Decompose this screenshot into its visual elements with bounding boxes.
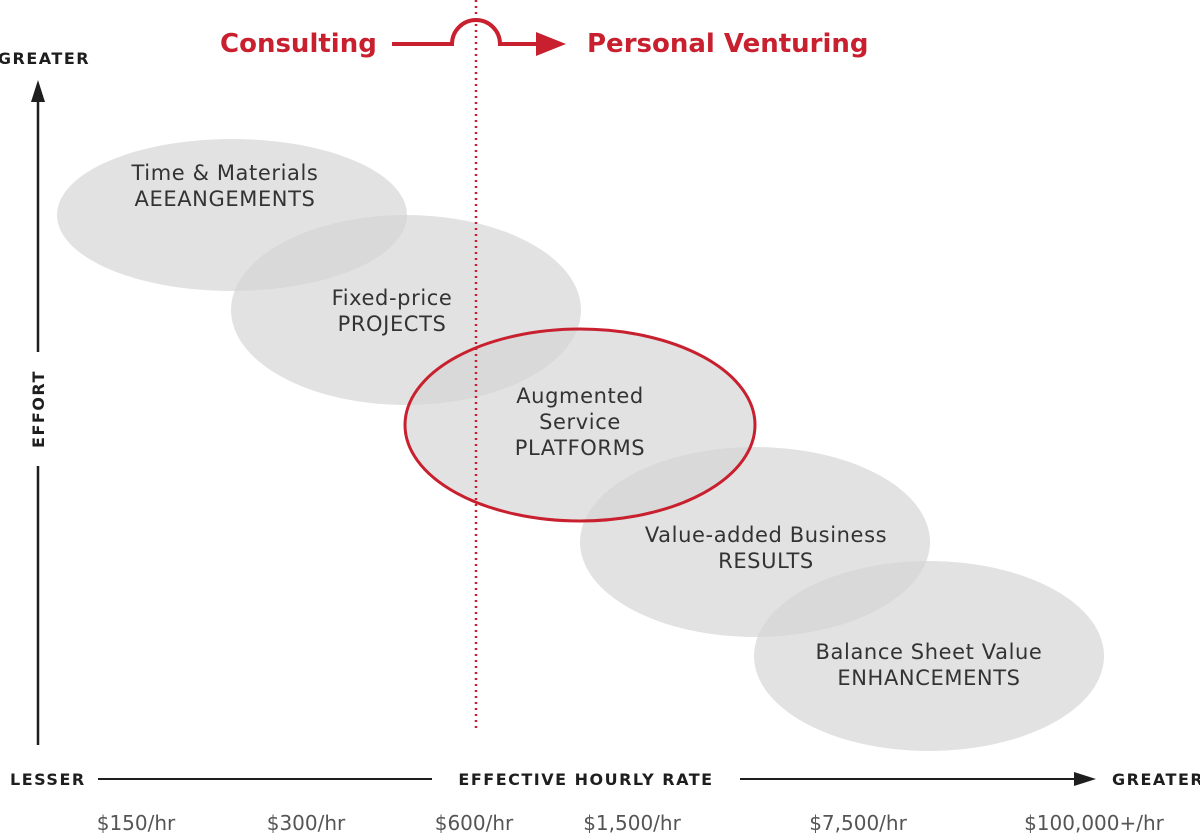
ellipse-balance-sheet (754, 561, 1104, 751)
y-axis: GREATER EFFORT (0, 49, 90, 745)
tick-label: $150/hr (97, 811, 176, 835)
x-axis: LESSER EFFECTIVE HOURLY RATE GREATER (10, 770, 1200, 789)
stage-fixed-price-line2: PROJECTS (338, 312, 447, 336)
header-consulting-label: Consulting (220, 29, 377, 59)
stage-labels: Time & Materials AEEANGEMENTS Fixed-pric… (131, 161, 1043, 690)
tick-label: $1,500/hr (583, 811, 681, 835)
header: Consulting Personal Venturing (220, 18, 869, 59)
header-arrow-line (392, 18, 538, 46)
x-axis-left-label: LESSER (10, 770, 86, 789)
stage-time-materials-line1: Time & Materials (131, 161, 319, 185)
y-axis-top-label: GREATER (0, 49, 90, 68)
stage-value-added-line1: Value-added Business (645, 523, 887, 547)
stage-balance-sheet-line1: Balance Sheet Value (816, 640, 1043, 664)
tick-label: $7,500/hr (809, 811, 907, 835)
stage-augmented-line1: Augmented (516, 384, 644, 408)
stage-augmented-line2: Service (539, 410, 621, 434)
header-arrow-head (536, 32, 566, 56)
tick-label: $300/hr (267, 811, 346, 835)
y-axis-arrow-head (31, 80, 45, 102)
x-axis-label: EFFECTIVE HOURLY RATE (458, 770, 713, 789)
stage-balance-sheet-line2: ENHANCEMENTS (837, 666, 1020, 690)
stage-fixed-price-line1: Fixed-price (332, 286, 453, 310)
x-axis-right-label: GREATER (1112, 770, 1200, 789)
x-axis-ticks: $150/hr $300/hr $600/hr $1,500/hr $7,500… (97, 811, 1165, 835)
header-personal-venturing-label: Personal Venturing (587, 29, 869, 59)
tick-label: $100,000+/hr (1024, 811, 1165, 835)
ellipse-highlight-outline (403, 327, 757, 523)
stage-value-added-line2: RESULTS (718, 549, 814, 573)
tick-label: $600/hr (435, 811, 514, 835)
stage-time-materials-line2: AEEANGEMENTS (135, 187, 316, 211)
stage-ellipses (57, 139, 1104, 751)
stage-augmented-line3: PLATFORMS (515, 436, 645, 460)
x-axis-arrow-head (1074, 772, 1096, 786)
y-axis-label: EFFORT (29, 370, 48, 448)
